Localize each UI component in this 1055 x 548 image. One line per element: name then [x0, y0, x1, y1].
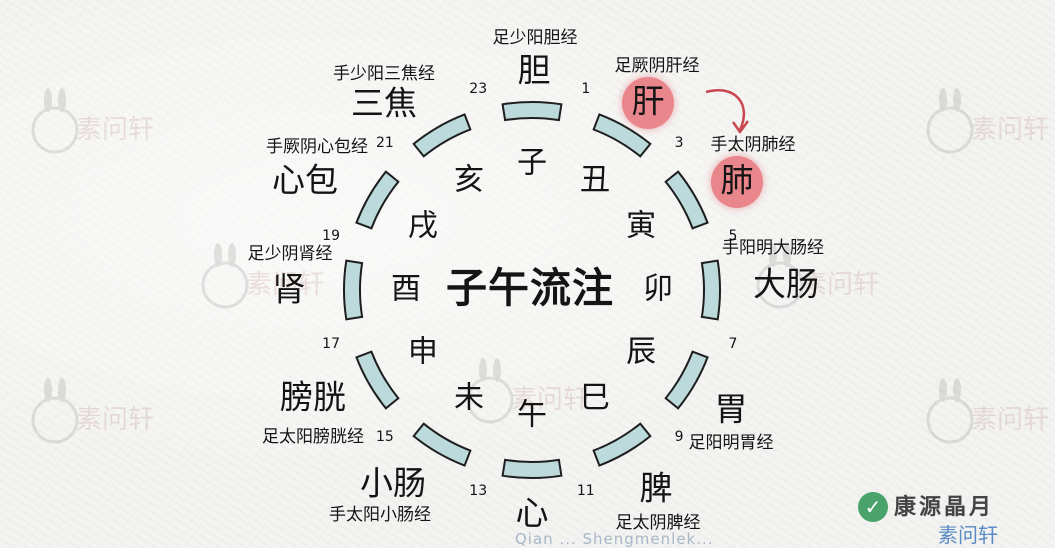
- branch-label: 戌: [408, 209, 438, 244]
- meridian-label: 手太阳小肠经: [329, 505, 431, 525]
- branch-label: 申: [408, 335, 438, 370]
- organ-label: 大肠: [753, 265, 819, 304]
- watermark-text: 素问轩: [246, 270, 324, 300]
- bottom-url-text: Qian ... Shengmenlek...: [515, 530, 714, 548]
- hour-label: 17: [322, 336, 340, 352]
- organ-label: 肾: [273, 270, 306, 309]
- organ-label: 心: [516, 494, 549, 533]
- hour-label: 5: [728, 228, 737, 244]
- meridian-label: 足厥阴肝经: [615, 56, 700, 76]
- organ-label: 三焦: [351, 84, 417, 123]
- clock-segment: [501, 101, 563, 122]
- branch-label: 卯: [643, 272, 673, 307]
- logo-subtext: 素问轩: [938, 523, 998, 547]
- clock-segment: [412, 422, 472, 467]
- meridian-label: 足少阳胆经: [493, 28, 578, 48]
- rabbit-watermark-icon: 素问轩: [31, 378, 154, 444]
- center-title: 子午流注: [446, 264, 614, 312]
- organ-label: 肝: [632, 82, 665, 121]
- organ-highlights: [622, 77, 763, 208]
- meridian-label: 足太阴脾经: [616, 513, 701, 533]
- curved-arrow-icon: [705, 89, 746, 131]
- arrow-head: [731, 120, 750, 134]
- rabbit-watermark-icon: 素问轩: [926, 88, 1049, 154]
- watermark-text: 素问轩: [76, 405, 154, 435]
- branch-label: 亥: [454, 162, 484, 197]
- clock-segment: [592, 113, 652, 158]
- hour-label: 15: [376, 429, 394, 445]
- clock-segment: [343, 259, 364, 321]
- hour-label: 3: [675, 135, 684, 151]
- branch-label: 子: [517, 146, 547, 181]
- branch-label: 未: [454, 381, 484, 416]
- meridian-label: 手太阴肺经: [711, 135, 796, 155]
- organ-label: 肺: [721, 161, 754, 200]
- meridian-label: 手厥阴心包经: [266, 137, 368, 157]
- clock-segment: [355, 170, 400, 230]
- logo-text: 康源晶月: [894, 494, 995, 520]
- hour-label: 9: [675, 429, 684, 445]
- rabbit-watermark-icon: 素问轩: [926, 378, 1049, 444]
- clock-segment: [592, 422, 652, 467]
- branch-label: 辰: [626, 335, 656, 370]
- clock-segment: [501, 458, 563, 479]
- meridian-label: 手少阳三焦经: [333, 64, 435, 84]
- organ-label: 心包: [272, 161, 338, 200]
- leaf-logo-icon: ✓: [858, 492, 888, 522]
- organ-label: 胃: [715, 390, 748, 429]
- hour-label: 23: [469, 81, 487, 97]
- hour-label: 21: [376, 135, 394, 151]
- watermark-text: 素问轩: [971, 115, 1049, 145]
- rabbit-watermark-icon: 素问轩: [201, 243, 324, 309]
- watermarks: 素问轩素问轩素问轩素问轩素问轩素问轩素问轩: [31, 88, 1049, 444]
- watermark-text: 素问轩: [76, 115, 154, 145]
- meridian-label: 足阳明胃经: [689, 433, 774, 453]
- rabbit-watermark-icon: 素问轩: [466, 358, 589, 424]
- organ-label: 膀胱: [280, 378, 346, 417]
- hour-label: 13: [469, 483, 487, 499]
- watermark-text: 素问轩: [801, 270, 879, 300]
- organ-label: 胆: [518, 51, 551, 90]
- clock-segment: [664, 170, 709, 230]
- clock-segments: [343, 101, 721, 479]
- hour-label: 1: [581, 81, 590, 97]
- clock-segment: [664, 350, 709, 410]
- organ-label: 脾: [640, 469, 673, 508]
- branch-label: 午: [517, 398, 547, 433]
- branch-label: 丑: [580, 162, 610, 197]
- watermark-text: 素问轩: [971, 405, 1049, 435]
- organ-label: 小肠: [360, 464, 426, 503]
- rabbit-watermark-icon: 素问轩: [756, 243, 879, 309]
- meridian-label: 手阳明大肠经: [722, 238, 824, 258]
- branch-label: 酉: [391, 272, 421, 307]
- meridian-label: 足太阳膀胱经: [262, 427, 364, 447]
- hour-label: 7: [728, 336, 737, 352]
- clock-segment: [412, 113, 472, 158]
- clock-segment: [700, 259, 721, 321]
- hour-label: 11: [577, 483, 595, 499]
- organ-highlight: [711, 156, 763, 208]
- organ-highlight: [622, 77, 674, 129]
- rabbit-watermark-icon: 素问轩: [31, 88, 154, 154]
- footer-logo: ✓ 康源晶月 素问轩: [838, 492, 1038, 548]
- branch-label: 巳: [580, 381, 610, 416]
- branch-label: 寅: [626, 209, 656, 244]
- watermark-text: 素问轩: [511, 385, 589, 415]
- meridian-label: 足少阴肾经: [248, 244, 333, 264]
- hour-label: 19: [322, 228, 340, 244]
- clock-segment: [355, 350, 400, 410]
